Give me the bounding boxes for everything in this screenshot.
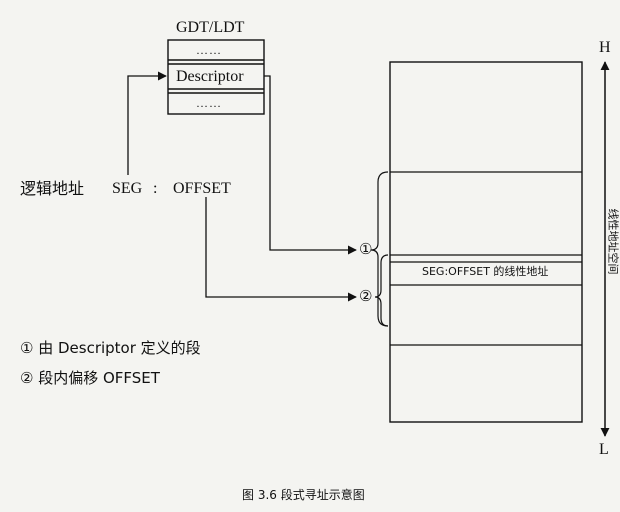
marker-two: ② [359, 287, 373, 305]
axis-low-label: L [599, 441, 609, 458]
segment-brace [370, 171, 389, 327]
linear-space-side-label: 线性地址空间 [606, 206, 620, 277]
gdt-title: GDT/LDT [176, 19, 245, 36]
gdt-table [167, 39, 265, 115]
seg-to-descriptor-arrow [127, 71, 167, 175]
linear-address-space [389, 61, 583, 423]
linear-address-label: SEG:OFFSET 的线性地址 [422, 265, 549, 278]
descriptor-to-base-arrow [264, 75, 357, 255]
figure-caption: 图 3.6 段式寻址示意图 [242, 488, 365, 502]
offset-brace [374, 254, 389, 327]
seg-selector: SEG [112, 180, 143, 197]
marker-one: ① [359, 240, 373, 258]
offset-to-linear-arrow [205, 197, 357, 302]
descriptor-entry: Descriptor [176, 68, 244, 85]
address-colon: : [153, 180, 158, 197]
legend-item-segment: ① 由 Descriptor 定义的段 [20, 339, 201, 357]
gdt-entries-below: …… [196, 96, 222, 110]
logical-address-label: 逻辑地址 [20, 179, 85, 198]
axis-high-label: H [599, 39, 611, 56]
gdt-entries-above: …… [196, 43, 222, 57]
offset-value: OFFSET [173, 180, 231, 197]
legend-item-offset: ② 段内偏移 OFFSET [20, 369, 160, 387]
